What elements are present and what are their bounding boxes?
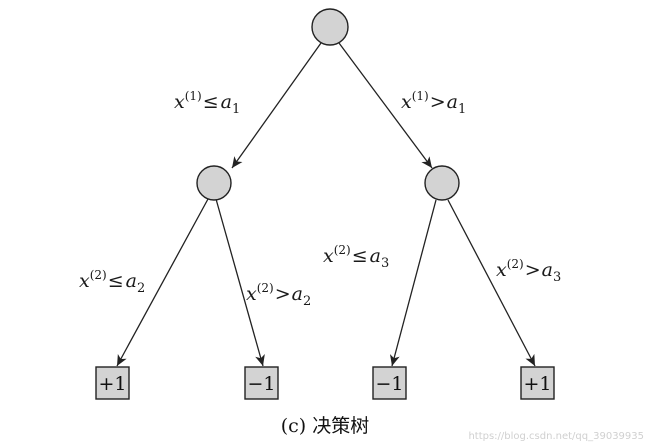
leaf-node-4: +1 <box>520 366 555 400</box>
leaf-label-3: −1 <box>375 373 403 395</box>
leaf-label-1: +1 <box>98 373 126 395</box>
leaf-label-2: −1 <box>247 373 275 395</box>
leaf-node-1: +1 <box>95 366 130 400</box>
leaf-node-2: −1 <box>244 366 279 400</box>
watermark-text: https://blog.csdn.net/qq_39039935 <box>468 431 644 442</box>
edge-label-left-left: x(2)≤a2 <box>79 268 145 296</box>
edge-label-root-right: x(1)>a1 <box>401 89 466 117</box>
leaf-label-4: +1 <box>523 373 551 395</box>
edge-left-left <box>116 198 209 367</box>
left-node <box>196 165 232 201</box>
edge-right-left <box>389 199 437 367</box>
edge-label-left-right: x(2)>a2 <box>246 281 311 309</box>
right-node <box>424 165 460 201</box>
edge-right-right <box>447 199 536 367</box>
leaf-node-3: −1 <box>372 366 407 400</box>
edge-left-right <box>215 198 265 367</box>
figure-caption: (c) 决策树 <box>281 415 370 437</box>
edge-label-right-right: x(2)>a3 <box>496 257 561 285</box>
root-node <box>311 8 349 46</box>
edge-label-right-left: x(2)≤a3 <box>323 243 389 271</box>
edge-label-root-left: x(1)≤a1 <box>174 89 240 117</box>
edge-root-left <box>231 42 322 169</box>
edge-root-right <box>338 42 433 169</box>
